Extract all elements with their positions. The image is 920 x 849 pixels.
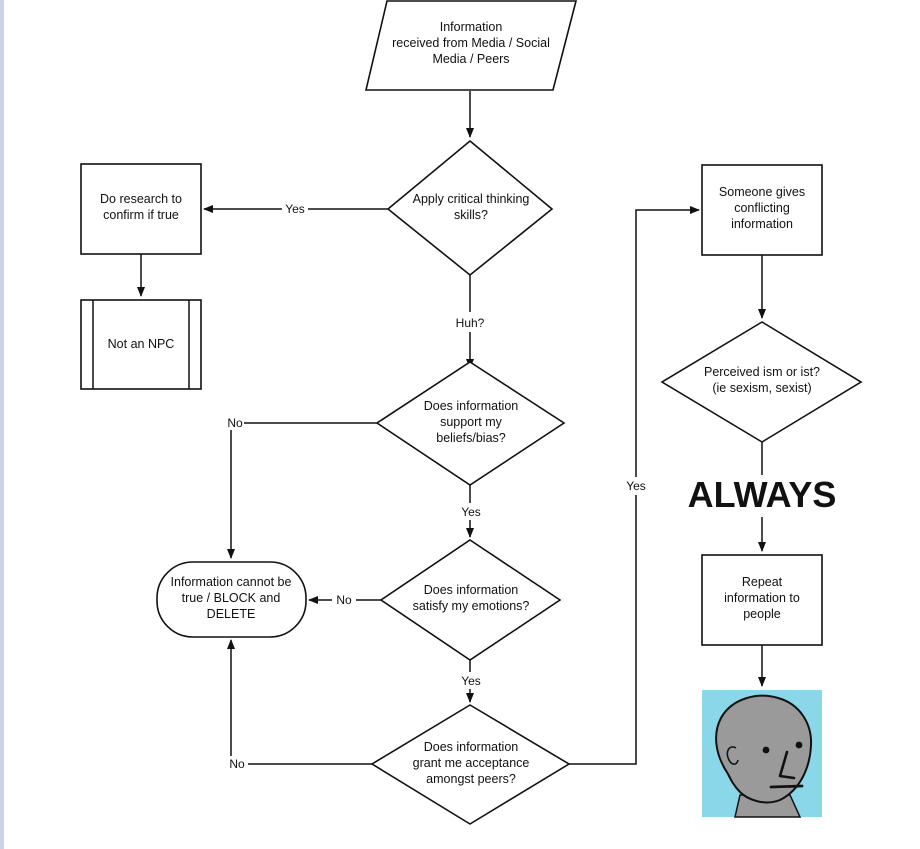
node-grant-acceptance: Does information grant me acceptance amo… — [370, 704, 571, 825]
node-conflicting-info-line-2: conflicting — [734, 201, 790, 215]
node-conflicting-info: Someone gives conflicting information — [701, 164, 823, 256]
edge-labels: Yes Huh? No Yes No Yes No Yes ALWAYS — [227, 202, 836, 771]
label-emotions-no: No — [336, 593, 352, 607]
label-emotions-yes: Yes — [461, 674, 481, 688]
label-beliefs-no: No — [227, 416, 243, 430]
label-acceptance-yes: Yes — [626, 479, 646, 493]
label-critical-huh: Huh? — [456, 316, 485, 330]
node-info-received-line-1: Information — [440, 20, 503, 34]
npc-face-icon — [702, 690, 822, 818]
node-repeat-info-line-3: people — [743, 607, 781, 621]
label-critical-yes: Yes — [285, 202, 305, 216]
node-critical-thinking: Apply critical thinking skills? — [386, 139, 554, 277]
node-cannot-be-true: Information cannot be true / BLOCK and D… — [156, 561, 307, 638]
node-perceived-ism: Perceived ism or ist? (ie sexism, sexist… — [660, 321, 863, 443]
node-conflicting-info-line-1: Someone gives — [719, 185, 805, 199]
node-do-research-line-1: Do research to — [100, 192, 182, 206]
node-grant-acceptance-line-3: amongst peers? — [426, 772, 516, 786]
node-cannot-be-true-line-2: true / BLOCK and — [182, 591, 281, 605]
edges — [137, 91, 766, 765]
node-info-received-line-3: Media / Peers — [432, 52, 509, 66]
node-repeat-info-line-1: Repeat — [742, 575, 783, 589]
node-perceived-ism-line-2: (ie sexism, sexist) — [712, 381, 811, 395]
node-satisfy-emotions-line-1: Does information — [424, 583, 519, 597]
node-cannot-be-true-line-1: Information cannot be — [171, 575, 292, 589]
node-critical-thinking-line-1: Apply critical thinking — [413, 192, 530, 206]
node-support-beliefs-line-3: beliefs/bias? — [436, 431, 506, 445]
label-acceptance-no: No — [229, 757, 245, 771]
node-grant-acceptance-line-2: grant me acceptance — [413, 756, 530, 770]
label-beliefs-yes: Yes — [461, 505, 481, 519]
node-do-research-line-2: confirm if true — [103, 208, 179, 222]
node-conflicting-info-line-3: information — [731, 217, 793, 231]
node-not-npc-label: Not an NPC — [108, 337, 175, 351]
node-do-research: Do research to confirm if true — [80, 163, 202, 255]
edge-acceptance-yes-lower — [569, 495, 637, 765]
node-cannot-be-true-line-3: DELETE — [207, 607, 256, 621]
node-satisfy-emotions-line-2: satisfy my emotions? — [413, 599, 530, 613]
node-support-beliefs-line-2: support my — [440, 415, 503, 429]
node-not-npc: Not an NPC — [80, 299, 202, 390]
node-support-beliefs-line-1: Does information — [424, 399, 519, 413]
window-edge — [0, 0, 4, 849]
node-info-received: Information received from Media / Social… — [364, 0, 578, 91]
node-support-beliefs: Does information support my beliefs/bias… — [375, 361, 566, 486]
node-satisfy-emotions: Does information satisfy my emotions? — [379, 539, 562, 661]
label-always: ALWAYS — [688, 474, 837, 515]
node-grant-acceptance-line-1: Does information — [424, 740, 519, 754]
node-info-received-line-2: received from Media / Social — [392, 36, 550, 50]
node-repeat-info: Repeat information to people — [701, 554, 823, 646]
node-critical-thinking-line-2: skills? — [454, 208, 488, 222]
node-perceived-ism-line-1: Perceived ism or ist? — [704, 365, 820, 379]
node-repeat-info-line-2: information to — [724, 591, 800, 605]
edge-acceptance-yes-upper — [635, 206, 700, 477]
